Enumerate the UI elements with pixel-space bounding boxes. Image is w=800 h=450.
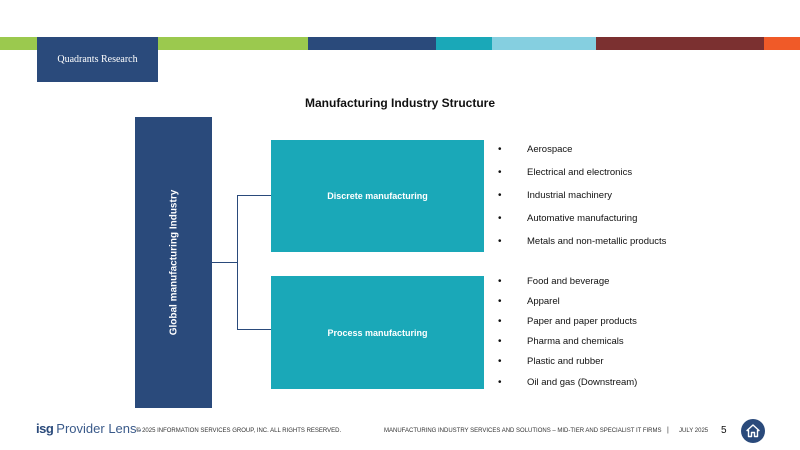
branch-label-discrete: Discrete manufacturing (327, 191, 428, 201)
bullet-icon: • (498, 213, 502, 224)
bullet-icon: • (498, 144, 502, 155)
color-segment-orange (764, 37, 800, 50)
list-item: •Pharma and chemicals (498, 336, 624, 348)
branch-node-discrete: Discrete manufacturing (271, 140, 484, 252)
bullet-icon: • (498, 315, 502, 327)
bullet-icon: • (498, 275, 502, 287)
diagram-title: Manufacturing Industry Structure (304, 96, 495, 110)
logo-isg: isg (36, 421, 54, 436)
connector-to-process (237, 329, 271, 330)
root-node-label: Global manufacturing Industry (168, 189, 180, 336)
list-item: •Oil and gas (Downstream) (498, 376, 638, 388)
footer: isg Provider Lens ™ © 2025 INFORMATION S… (0, 418, 800, 446)
list-item: •Metals and non-metallic products (498, 236, 667, 247)
root-node: Global manufacturing Industry (135, 117, 212, 408)
discrete-items-list: •Aerospace •Electrical and electronics •… (498, 138, 666, 253)
logo-product: Provider Lens (56, 421, 137, 436)
home-icon (746, 424, 760, 438)
list-item: •Paper and paper products (498, 315, 637, 327)
list-item: •Aerospace (498, 144, 573, 155)
report-title: MANUFACTURING INDUSTRY SERVICES AND SOLU… (384, 428, 662, 434)
list-item: •Automative manufacturing (498, 213, 638, 224)
bullet-icon: • (498, 295, 502, 307)
home-button[interactable] (741, 419, 765, 443)
bullet-icon: • (498, 356, 502, 368)
list-item: •Apparel (498, 295, 560, 307)
list-item: •Electrical and electronics (498, 167, 633, 178)
bullet-icon: • (498, 336, 502, 348)
list-item: •Food and beverage (498, 275, 610, 287)
branch-label-process: Process manufacturing (327, 327, 428, 338)
bullet-icon: • (498, 167, 502, 178)
logo-trademark: ™ (136, 429, 142, 435)
process-items-list: •Food and beverage •Apparel •Paper and p… (498, 271, 637, 392)
footer-separator: | (667, 427, 669, 434)
list-item: •Industrial machinery (498, 190, 613, 201)
branch-node-process: Process manufacturing (271, 276, 484, 389)
report-date: JULY 2025 (679, 428, 709, 434)
bullet-icon: • (498, 190, 502, 201)
copyright-text: © 2025 INFORMATION SERVICES GROUP, INC. … (136, 428, 342, 434)
page-number: 5 (721, 425, 727, 436)
list-item: •Plastic and rubber (498, 356, 604, 368)
isg-provider-lens-logo: isg Provider Lens ™ (36, 421, 142, 436)
bullet-icon: • (498, 376, 502, 388)
connector-root-stub (212, 262, 238, 263)
color-segment-lightblue (492, 37, 596, 50)
color-segment-maroon (596, 37, 764, 50)
section-tag-label: Quadrants Research (57, 54, 138, 65)
section-tag: Quadrants Research (37, 37, 158, 82)
color-segment-navy (308, 37, 436, 50)
bullet-icon: • (498, 236, 502, 247)
connector-trunk (237, 195, 238, 330)
connector-to-discrete (237, 195, 271, 196)
color-segment-teal (436, 37, 492, 50)
